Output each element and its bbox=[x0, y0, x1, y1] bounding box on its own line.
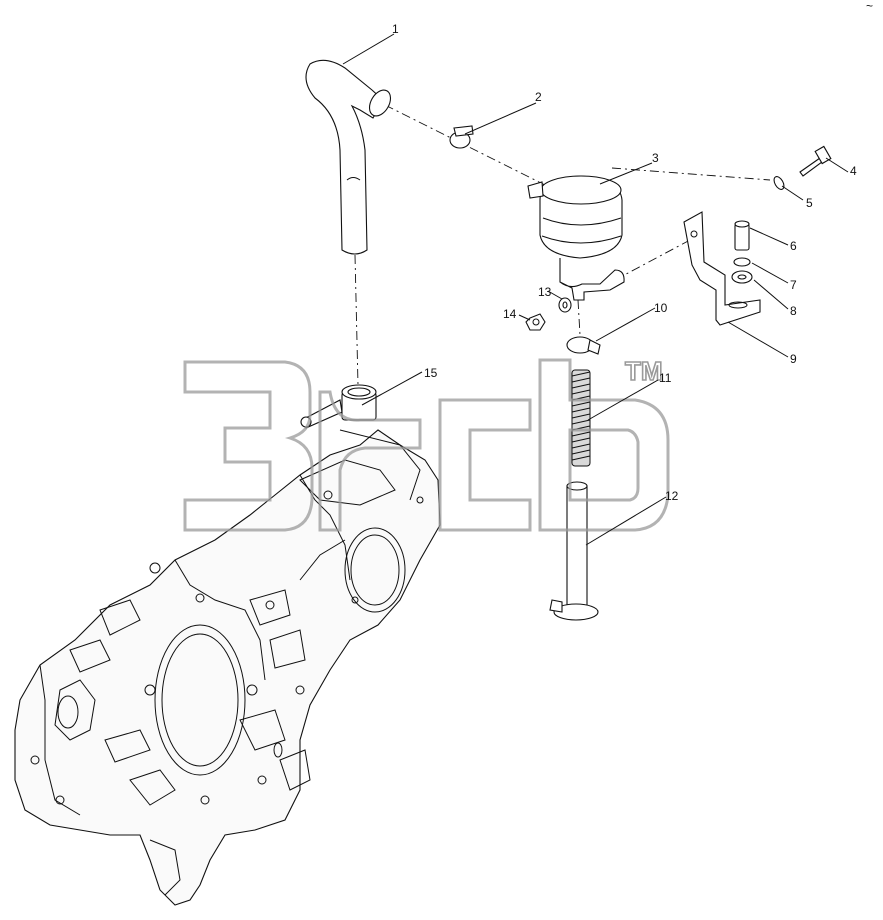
corner-mark: ~ bbox=[866, 0, 873, 13]
callout-1: 1 bbox=[392, 22, 399, 36]
part-4-bolt bbox=[799, 145, 832, 177]
part-3-breather-separator bbox=[527, 175, 625, 301]
callout-2: 2 bbox=[535, 90, 542, 104]
callout-7: 7 bbox=[790, 278, 797, 292]
callout-5: 5 bbox=[806, 196, 813, 210]
part-14-nut bbox=[525, 313, 546, 331]
callout-10: 10 bbox=[654, 301, 668, 315]
callout-4: 4 bbox=[850, 164, 857, 178]
part-13-washer bbox=[558, 297, 572, 313]
callout-9: 9 bbox=[790, 352, 797, 366]
part-15-breather-port bbox=[300, 384, 377, 429]
callout-11: 11 bbox=[659, 371, 672, 385]
callout-14: 14 bbox=[503, 307, 517, 321]
callout-12: 12 bbox=[665, 489, 679, 503]
part-11-spring bbox=[571, 369, 591, 467]
part-1-bent-hose bbox=[305, 59, 392, 255]
callout-labels: 1 2 3 4 5 6 7 8 9 10 11 12 13 14 15 ~ bbox=[392, 0, 873, 503]
part-12-drain-tube bbox=[549, 481, 599, 621]
gear-housing bbox=[14, 429, 441, 906]
callout-15: 15 bbox=[424, 366, 438, 380]
trademark-mark: TM bbox=[625, 356, 663, 386]
part-5-washer bbox=[773, 176, 785, 190]
callout-6: 6 bbox=[790, 239, 797, 253]
part-2-hose-clamp bbox=[449, 125, 474, 149]
callout-3: 3 bbox=[652, 151, 659, 165]
part-7-washer bbox=[733, 257, 751, 267]
part-9-mounting-bracket bbox=[683, 211, 761, 326]
part-6-cap-screw bbox=[734, 220, 750, 251]
part-8-washer bbox=[731, 270, 753, 284]
callout-13: 13 bbox=[538, 285, 552, 299]
callout-8: 8 bbox=[790, 304, 797, 318]
part-10-hose-clamp bbox=[566, 336, 601, 355]
leader-lines bbox=[342, 33, 849, 546]
watermark-logo: TM bbox=[183, 355, 670, 532]
